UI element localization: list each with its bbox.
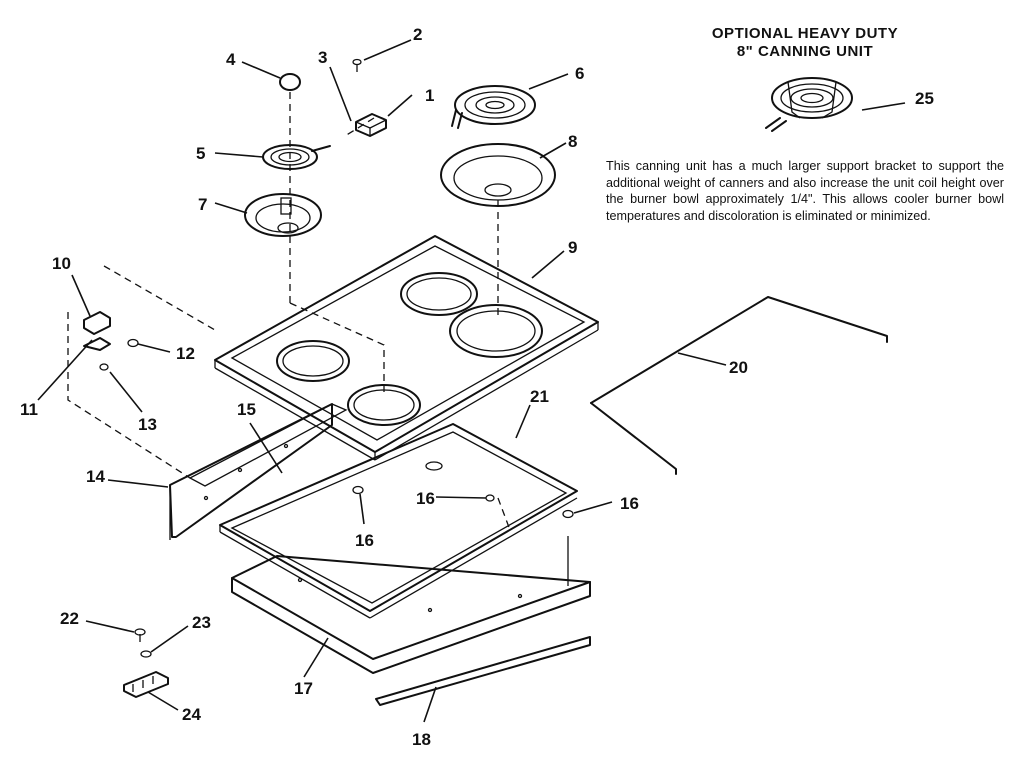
canning-unit-note: This canning unit has a much larger supp… (606, 159, 1004, 223)
callout-16-center: 16 (416, 489, 435, 508)
large-drip-bowl (440, 143, 556, 207)
wire-rod (590, 296, 888, 475)
front-trim-strip (375, 636, 591, 706)
alignment-lines (67, 92, 511, 531)
mounting-bracket (83, 311, 139, 371)
heading-line-1: OPTIONAL HEAVY DUTY (711, 25, 899, 42)
callout-5: 5 (196, 144, 205, 163)
front-rail (188, 403, 348, 487)
callout-21: 21 (530, 387, 549, 406)
small-surface-element (262, 144, 331, 170)
callout-10: 10 (52, 254, 71, 273)
burner-box-bottom (231, 536, 591, 674)
callout-13: 13 (138, 415, 157, 434)
callout-17: 17 (294, 679, 313, 698)
callout-14: 14 (86, 467, 105, 486)
canning-unit-element (765, 77, 853, 132)
terminal-block (355, 113, 387, 137)
callout-25: 25 (915, 89, 934, 108)
screws-16 (352, 485, 574, 519)
heading-line-2: 8" CANNING UNIT (736, 43, 874, 60)
callout-18: 18 (412, 730, 431, 749)
callout-11: 11 (20, 400, 38, 419)
large-surface-element (451, 85, 536, 129)
callout-20: 20 (729, 358, 748, 377)
wiring-terminal-block (123, 628, 169, 698)
callout-12: 12 (176, 344, 195, 363)
cooktop-main-top (214, 235, 599, 461)
callout-22: 22 (60, 609, 79, 628)
callout-15: 15 (237, 400, 256, 419)
callout-8: 8 (568, 132, 577, 151)
callout-4: 4 (226, 50, 236, 69)
callout-23: 23 (192, 613, 211, 632)
callout-numbers: 1 2 3 4 5 6 7 8 9 10 11 12 13 14 15 16 1… (20, 25, 934, 749)
small-drip-bowl (244, 193, 322, 237)
callout-7: 7 (198, 195, 207, 214)
callout-6: 6 (575, 64, 584, 83)
top-pan (219, 423, 578, 619)
screw-2 (352, 58, 362, 72)
callout-3: 3 (318, 48, 327, 67)
callout-9: 9 (568, 238, 577, 257)
element-knob (279, 73, 301, 91)
callout-2: 2 (413, 25, 422, 44)
leader-lines (37, 39, 906, 723)
callout-1: 1 (425, 86, 434, 105)
canning-unit-heading: OPTIONAL HEAVY DUTY 8" CANNING UNIT (640, 25, 970, 61)
callout-24: 24 (182, 705, 201, 724)
callout-16-left: 16 (355, 531, 374, 550)
callout-16-right: 16 (620, 494, 639, 513)
